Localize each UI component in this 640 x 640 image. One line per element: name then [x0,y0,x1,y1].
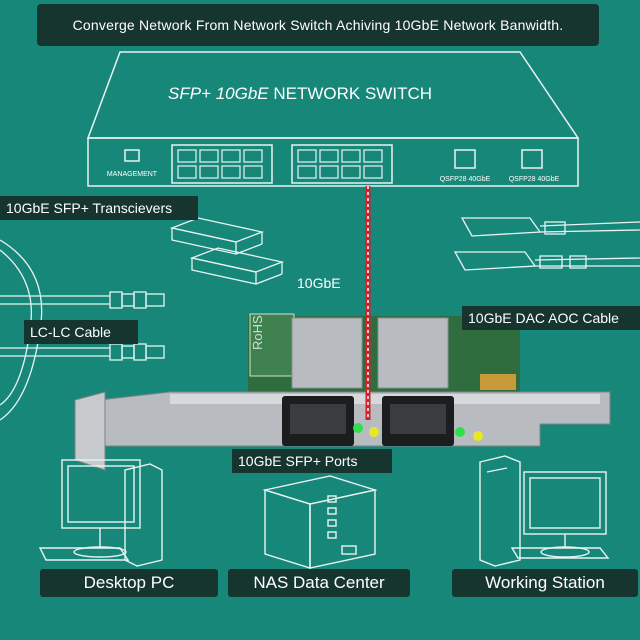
led-yellow-2 [473,431,483,441]
led-green-2 [455,427,465,437]
port-block-2 [291,144,393,184]
led-yellow-1 [369,427,379,437]
qsfp-port-2 [521,149,543,169]
management-port-icon [124,149,140,162]
nas-icon [262,475,378,569]
lc-cable-label: LC-LC Cable [24,320,138,344]
qsfp-label-2: QSFP28 40GbE [509,176,560,183]
qsfp-port-1 [454,149,476,169]
transceivers-label: 10GbE SFP+ Transcievers [0,196,198,220]
nas-label: NAS Data Center [228,569,410,597]
led-green-1 [353,423,363,433]
desktop-pc-label: Desktop PC [40,569,218,597]
dac-aoc-label: 10GbE DAC AOC Cable [462,306,640,330]
network-card: RoHS [74,313,611,471]
speed-label: 10GbE [297,275,341,291]
workstation-label: Working Station [452,569,638,597]
management-label: MANAGEMENT [107,171,158,178]
workstation-icon [479,455,610,567]
dac-aoc-cable-icons [453,217,640,271]
rohs-mark: RoHS [250,315,265,350]
switch-front-panel [87,137,579,187]
sfp-ports-label: 10GbE SFP+ Ports [232,449,392,473]
sfp-transceiver-icons [169,217,285,285]
port-block-1 [171,144,273,184]
switch-title: SFP+ 10GbE NETWORK SWITCH [168,84,432,103]
title-banner: Converge Network From Network Switch Ach… [37,4,599,46]
qsfp-label-1: QSFP28 40GbE [440,176,491,183]
desktop-pc-icon [38,459,163,567]
lc-cable-icons [0,239,165,421]
